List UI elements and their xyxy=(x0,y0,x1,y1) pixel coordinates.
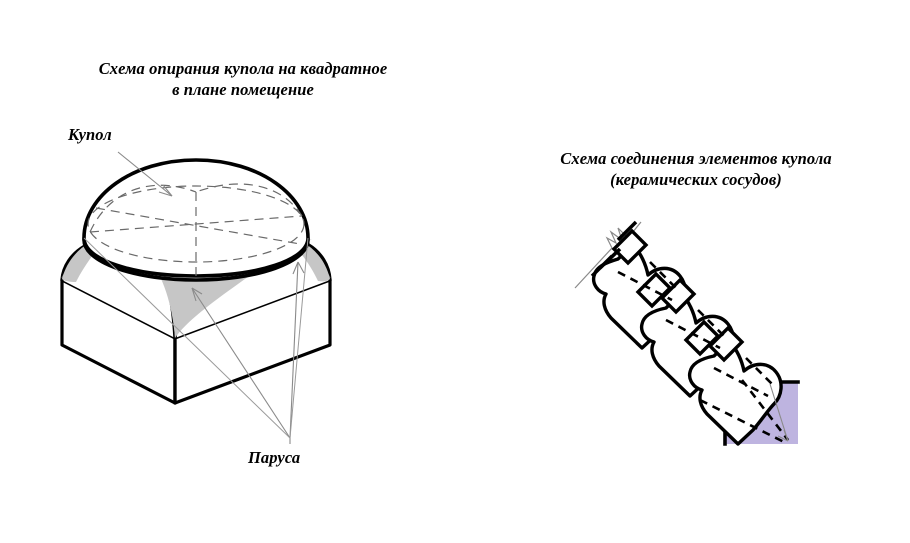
left-title-line-1: Схема опирания купола на квадратное xyxy=(98,59,388,78)
ceramic-vessel-3 xyxy=(687,339,783,446)
dome-cap xyxy=(82,158,310,278)
right-title-line-2: (керамических сосудов) xyxy=(610,170,782,189)
left-diagram-title: Схема опирания купола на квадратное в пл… xyxy=(58,58,428,100)
dome-construction-lines xyxy=(87,183,305,280)
right-title-line-1: Схема соединения элементов купола xyxy=(560,149,832,168)
dome-leader-line xyxy=(117,151,173,197)
label-pendentives: Паруса xyxy=(248,448,301,467)
vessel-1-rim xyxy=(611,228,649,266)
cube-plan-projection-lines xyxy=(83,237,309,439)
wall-block-construction-line xyxy=(769,383,789,442)
vessel-hidden-inserted-lines xyxy=(617,261,790,445)
right-diagram-title: Схема соединения элементов купола (керам… xyxy=(512,148,880,190)
pendentive-leader-lines xyxy=(191,261,305,444)
vessel-1-stub xyxy=(590,220,638,278)
left-title-line-2: в плане помещение xyxy=(172,80,314,99)
dome-group xyxy=(62,158,330,338)
label-dome: Купол xyxy=(68,125,112,144)
